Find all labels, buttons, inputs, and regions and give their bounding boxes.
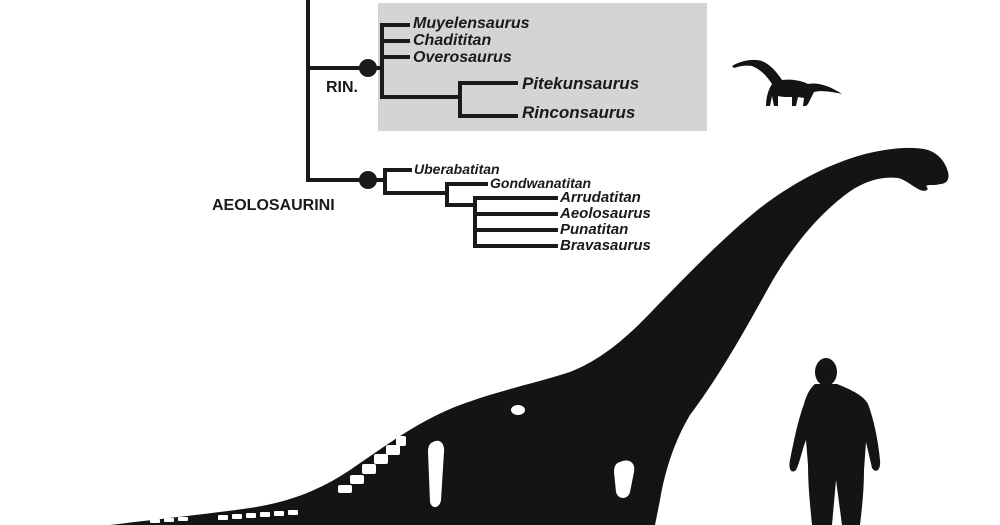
rinconsaurini-node-dot	[359, 59, 377, 77]
vertebra-series	[150, 436, 406, 523]
femur-bone	[428, 440, 445, 508]
taxon-gondwanatitan: Gondwanatitan	[490, 175, 591, 191]
clade-label-rinconsaurini: RIN.	[326, 79, 358, 96]
taxon-pitekunsaurus: Pitekunsaurus	[522, 74, 639, 93]
sauropod-reconstruction-icon	[110, 147, 949, 525]
human-scale-icon	[789, 358, 881, 525]
taxon-muyelensaurus: Muyelensaurus	[413, 15, 530, 32]
taxon-bravasaurus: Bravasaurus	[560, 237, 651, 254]
sauropod-small-icon	[732, 59, 842, 106]
taxon-rinconsaurus: Rinconsaurus	[522, 103, 635, 122]
cladogram-branches	[306, 0, 558, 248]
taxon-uberabatitan: Uberabatitan	[414, 161, 500, 177]
skull-bone-fragment	[511, 405, 525, 415]
taxon-overosaurus: Overosaurus	[413, 49, 512, 66]
taxon-aeolosaurus: Aeolosaurus	[559, 205, 651, 222]
taxon-chadititan: Chadititan	[413, 32, 491, 49]
taxon-arrudatitan: Arrudatitan	[559, 189, 641, 206]
rinconsaurini-highlight-box	[378, 3, 707, 131]
clade-label-aeolosaurini: AEOLOSAURINI	[212, 197, 335, 214]
taxon-punatitan: Punatitan	[560, 221, 628, 238]
aeolosaurini-node-dot	[359, 171, 377, 189]
humerus-bone	[614, 460, 635, 498]
